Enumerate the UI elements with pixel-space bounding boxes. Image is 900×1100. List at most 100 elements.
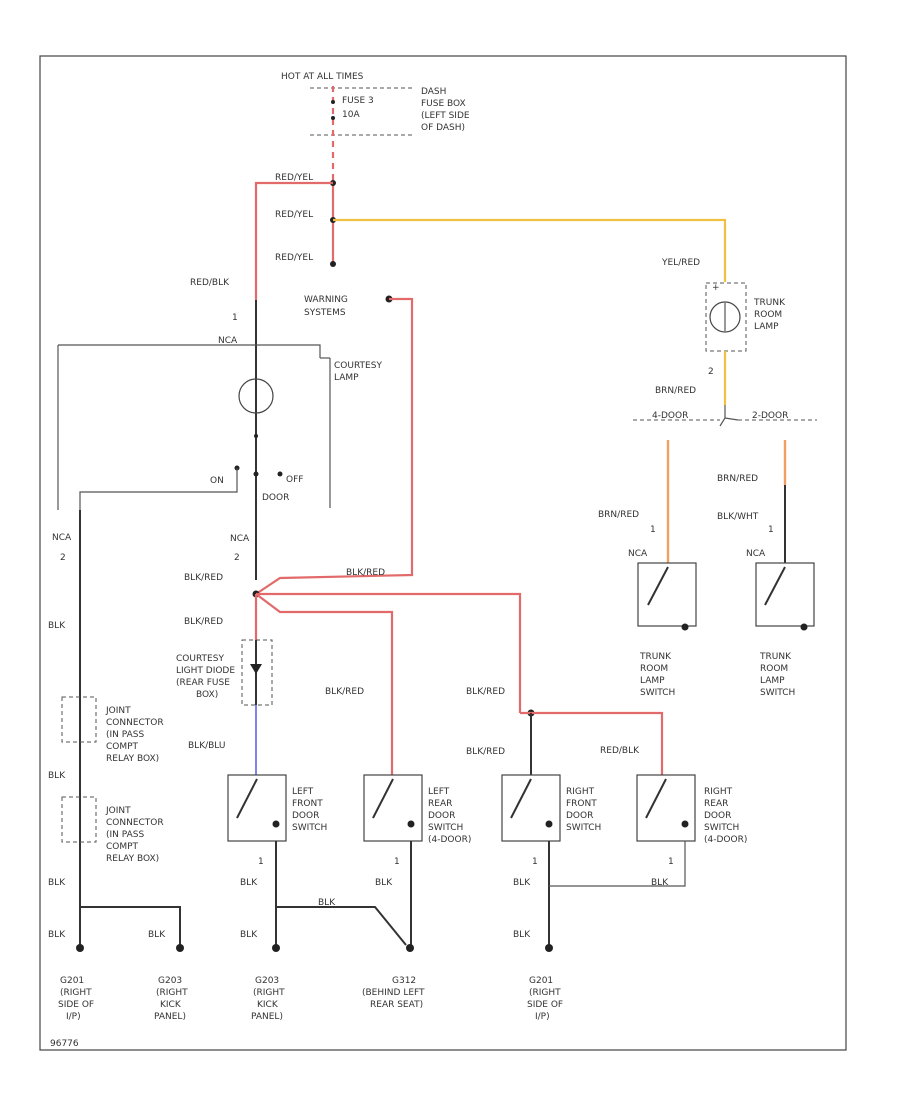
svg-text:BRN/RED: BRN/RED (655, 386, 696, 396)
svg-text:RIGHT: RIGHT (704, 787, 733, 797)
svg-text:(LEFT SIDE: (LEFT SIDE (421, 111, 470, 121)
svg-text:NCA: NCA (230, 534, 250, 544)
svg-text:2: 2 (60, 553, 66, 563)
svg-text:BLK: BLK (48, 771, 66, 781)
svg-text:ROOM: ROOM (640, 664, 668, 674)
svg-text:SWITCH: SWITCH (640, 688, 675, 698)
svg-text:YEL/RED: YEL/RED (661, 258, 700, 268)
red-yel-bus: RED/YEL RED/YEL RED/YEL (254, 173, 727, 300)
svg-text:LAMP: LAMP (754, 322, 779, 332)
svg-text:(BEHIND LEFT: (BEHIND LEFT (362, 988, 425, 998)
svg-text:I/P): I/P) (535, 1012, 550, 1022)
ground-icon (406, 944, 414, 952)
fuse-label: FUSE 3 (342, 96, 374, 106)
svg-text:BLK/WHT: BLK/WHT (717, 512, 759, 522)
ground-icon (76, 944, 84, 952)
svg-text:DOOR: DOOR (566, 811, 593, 821)
svg-text:BLK/RED: BLK/RED (466, 747, 505, 757)
svg-text:(IN PASS: (IN PASS (106, 830, 144, 840)
trunk-room-lamp: YEL/RED + TRUNK ROOM LAMP 2 BRN/RED 4-DO… (633, 258, 817, 427)
blk-red-distribution: BLK/RED BLK/RED BLK/RED BLK/RED RED/BLK (184, 590, 664, 775)
svg-text:BLK: BLK (240, 930, 258, 940)
svg-text:FUSE BOX: FUSE BOX (421, 99, 466, 109)
svg-text:SIDE OF: SIDE OF (527, 1000, 563, 1010)
svg-text:SWITCH: SWITCH (704, 823, 739, 833)
svg-text:BLK: BLK (148, 930, 166, 940)
four-door-label: 4-DOOR (652, 411, 688, 421)
ground-icon (176, 944, 184, 952)
svg-text:G201: G201 (60, 976, 84, 986)
svg-text:1: 1 (394, 857, 400, 867)
svg-text:LIGHT DIODE: LIGHT DIODE (176, 666, 235, 676)
svg-text:RED/BLK: RED/BLK (190, 278, 230, 288)
fuse-block: HOT AT ALL TIMES FUSE 3 10A DASH FUSE BO… (281, 72, 470, 180)
svg-text:FRONT: FRONT (292, 799, 323, 809)
svg-text:CONNECTOR: CONNECTOR (106, 718, 164, 728)
svg-text:NCA: NCA (746, 549, 766, 559)
svg-text:(RIGHT: (RIGHT (60, 988, 92, 998)
svg-text:OF DASH): OF DASH) (421, 123, 465, 133)
svg-text:RED/BLK: RED/BLK (600, 746, 640, 756)
svg-text:ON: ON (210, 476, 224, 486)
svg-text:(RIGHT: (RIGHT (253, 988, 285, 998)
svg-text:BLK: BLK (240, 878, 258, 888)
warning-systems: WARNING SYSTEMS BLK/RED (255, 295, 414, 595)
svg-text:RIGHT: RIGHT (566, 787, 595, 797)
svg-text:BLK/RED: BLK/RED (184, 573, 223, 583)
svg-text:(REAR FUSE: (REAR FUSE (176, 678, 230, 688)
svg-text:2: 2 (708, 367, 714, 377)
svg-text:REAR SEAT): REAR SEAT) (370, 1000, 423, 1010)
svg-text:1: 1 (258, 857, 264, 867)
svg-text:BLK: BLK (651, 878, 669, 888)
left-rear-door-switch: LEFT REAR DOOR SWITCH (4-DOOR) 1 BLK BLK (276, 774, 471, 952)
svg-text:2: 2 (234, 553, 240, 563)
svg-text:BLK: BLK (513, 878, 531, 888)
trunk-switch-2door: BRN/RED BLK/WHT 1 NCA TRUNK ROOM LAMP SW… (717, 440, 815, 698)
svg-text:LAMP: LAMP (334, 373, 359, 383)
svg-text:NCA: NCA (628, 549, 648, 559)
lamp-bulb-icon (709, 301, 741, 333)
trunk-switch-4door: BRN/RED 1 NCA TRUNK ROOM LAMP SWITCH (598, 440, 697, 698)
two-door-label: 2-DOOR (752, 411, 788, 421)
ground-icon (545, 944, 553, 952)
svg-text:BOX): BOX) (196, 690, 218, 700)
svg-text:COMPT: COMPT (106, 742, 139, 752)
svg-text:PANEL): PANEL) (251, 1012, 283, 1022)
svg-text:BRN/RED: BRN/RED (598, 510, 639, 520)
diode-icon (250, 664, 262, 674)
svg-text:TRUNK: TRUNK (759, 652, 792, 662)
svg-text:BLK: BLK (48, 930, 66, 940)
svg-text:BLK: BLK (513, 930, 531, 940)
ground-icon (272, 944, 280, 952)
courtesy-lamp-label: COURTESY (334, 361, 382, 371)
hot-label: HOT AT ALL TIMES (281, 72, 364, 82)
svg-text:(RIGHT: (RIGHT (529, 988, 561, 998)
red-blk-wire (254, 181, 333, 300)
svg-text:DOOR: DOOR (428, 811, 455, 821)
svg-text:I/P): I/P) (66, 1012, 81, 1022)
svg-text:COMPT: COMPT (106, 842, 139, 852)
ground-labels: G201 (RIGHT SIDE OF I/P) G203 (RIGHT KIC… (58, 976, 563, 1022)
svg-text:DOOR: DOOR (262, 493, 289, 503)
svg-text:PANEL): PANEL) (154, 1012, 186, 1022)
svg-text:DOOR: DOOR (704, 811, 731, 821)
svg-text:OFF: OFF (286, 475, 303, 485)
svg-text:KICK: KICK (160, 1000, 182, 1010)
left-front-door-switch: LEFT FRONT DOOR SWITCH 1 BLK BLK (227, 774, 327, 952)
svg-text:RED/YEL: RED/YEL (275, 173, 313, 183)
svg-text:ROOM: ROOM (760, 664, 788, 674)
svg-text:BLK/RED: BLK/RED (325, 687, 364, 697)
figure-number: 96776 (50, 1039, 79, 1049)
warning-label: WARNING (304, 295, 348, 305)
svg-text:SYSTEMS: SYSTEMS (304, 308, 346, 318)
trunk-switch-label: TRUNK (639, 652, 672, 662)
trunk-lamp-label: TRUNK (753, 298, 786, 308)
svg-text:SWITCH: SWITCH (760, 688, 795, 698)
svg-text:(4-DOOR): (4-DOOR) (428, 835, 471, 845)
svg-text:RED/YEL: RED/YEL (275, 253, 313, 263)
svg-text:BRN/RED: BRN/RED (717, 474, 758, 484)
fuse-box-label: DASH (421, 87, 446, 97)
svg-text:1: 1 (768, 525, 774, 535)
svg-text:BLK: BLK (375, 878, 393, 888)
svg-text:G201: G201 (529, 976, 553, 986)
